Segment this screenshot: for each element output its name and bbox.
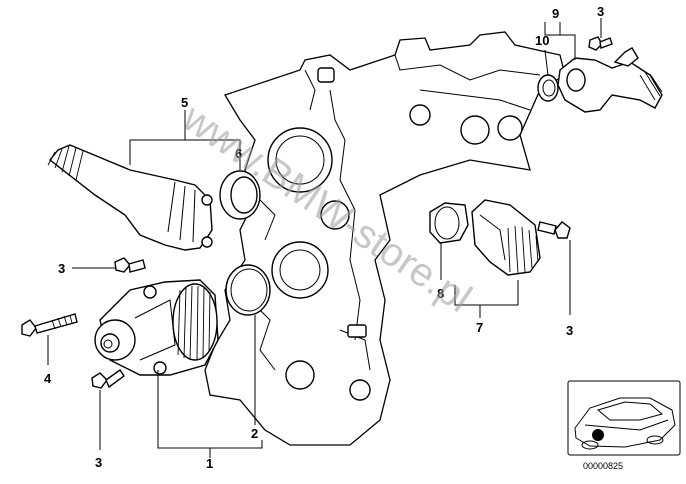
callout-labels: 1 2 3 3 3 3 4 5 6 7 8 9 10 bbox=[44, 4, 604, 471]
bolt-part-3-left-upper bbox=[114, 257, 146, 273]
seal-ring-part-6 bbox=[219, 170, 261, 220]
outlet-pipe-part-9 bbox=[557, 47, 663, 113]
callout-3-left-upper: 3 bbox=[58, 261, 65, 276]
callout-3-right: 3 bbox=[566, 323, 573, 338]
callout-1: 1 bbox=[206, 456, 213, 471]
gasket-ring-part-2 bbox=[225, 264, 271, 316]
bolt-part-4 bbox=[21, 313, 78, 337]
callout-2: 2 bbox=[251, 426, 258, 441]
callout-3-left-lower: 3 bbox=[95, 455, 102, 470]
bolt-part-3-left-lower bbox=[91, 369, 125, 389]
location-marker-icon bbox=[592, 429, 604, 441]
callout-5: 5 bbox=[181, 95, 188, 110]
callout-8: 8 bbox=[437, 286, 444, 301]
callout-3-top-right: 3 bbox=[597, 4, 604, 19]
seal-ring-part-8 bbox=[429, 202, 469, 244]
callout-4: 4 bbox=[44, 371, 52, 386]
callout-9: 9 bbox=[552, 6, 559, 21]
seal-ring-part-10 bbox=[537, 74, 559, 102]
location-thumbnail: 00000825 bbox=[567, 380, 681, 471]
water-pump-part-1 bbox=[94, 279, 219, 376]
bolt-part-3-right bbox=[537, 221, 571, 239]
callout-7: 7 bbox=[476, 320, 483, 335]
callout-10: 10 bbox=[535, 33, 549, 48]
engine-block bbox=[204, 31, 566, 446]
thermostat-housing-part-5 bbox=[47, 144, 213, 251]
callout-6: 6 bbox=[235, 146, 242, 161]
bolt-part-3-top-right bbox=[588, 36, 613, 51]
pipe-part-7 bbox=[471, 199, 541, 276]
reference-number: 00000825 bbox=[583, 461, 623, 471]
leader-lines bbox=[47, 18, 602, 458]
